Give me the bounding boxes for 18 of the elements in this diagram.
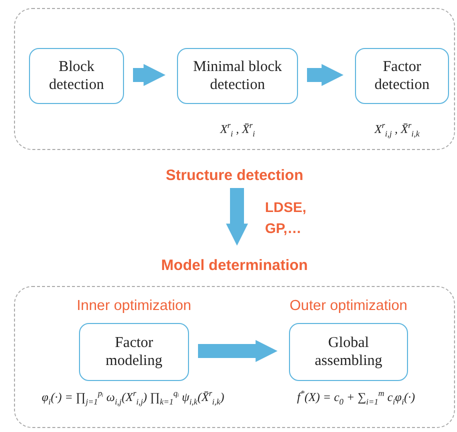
box-label: Minimal block detection — [192, 58, 283, 94]
process-box — [29, 48, 124, 104]
block-arrow — [307, 64, 344, 86]
stage-heading: Outer optimization — [288, 298, 408, 316]
block-arrow — [198, 340, 278, 362]
box-label: Global assembling — [314, 334, 384, 370]
block-arrow — [226, 188, 248, 246]
box-label: Factor modeling — [104, 334, 164, 370]
process-box — [355, 48, 449, 104]
box-label: Block detection — [48, 58, 105, 94]
process-box — [177, 48, 298, 104]
formula: f$^{*}$(X) = c$_{0}$ + ∑$_{i=1}$$^{m}$ c$_{i}$φ$_{i}$(·) — [296, 389, 416, 406]
section-heading: Structure detection — [164, 167, 304, 184]
stage-heading: Inner optimization — [76, 298, 192, 316]
formula: φ$_{i}$(·) = ∏$_{j=1}$$^{pᵢ}$ ω$_{i,j}$(X$^{r}$$_{i,j}$) ∏$_{k=1}$$^{qᵢ}$ ψ$_{i,k}$(X̄$^{r}$$_{i,k}$) — [40, 389, 226, 406]
box-label: Factor detection — [374, 58, 430, 94]
section-heading: Model determination — [160, 257, 309, 274]
block-arrow — [133, 64, 166, 86]
